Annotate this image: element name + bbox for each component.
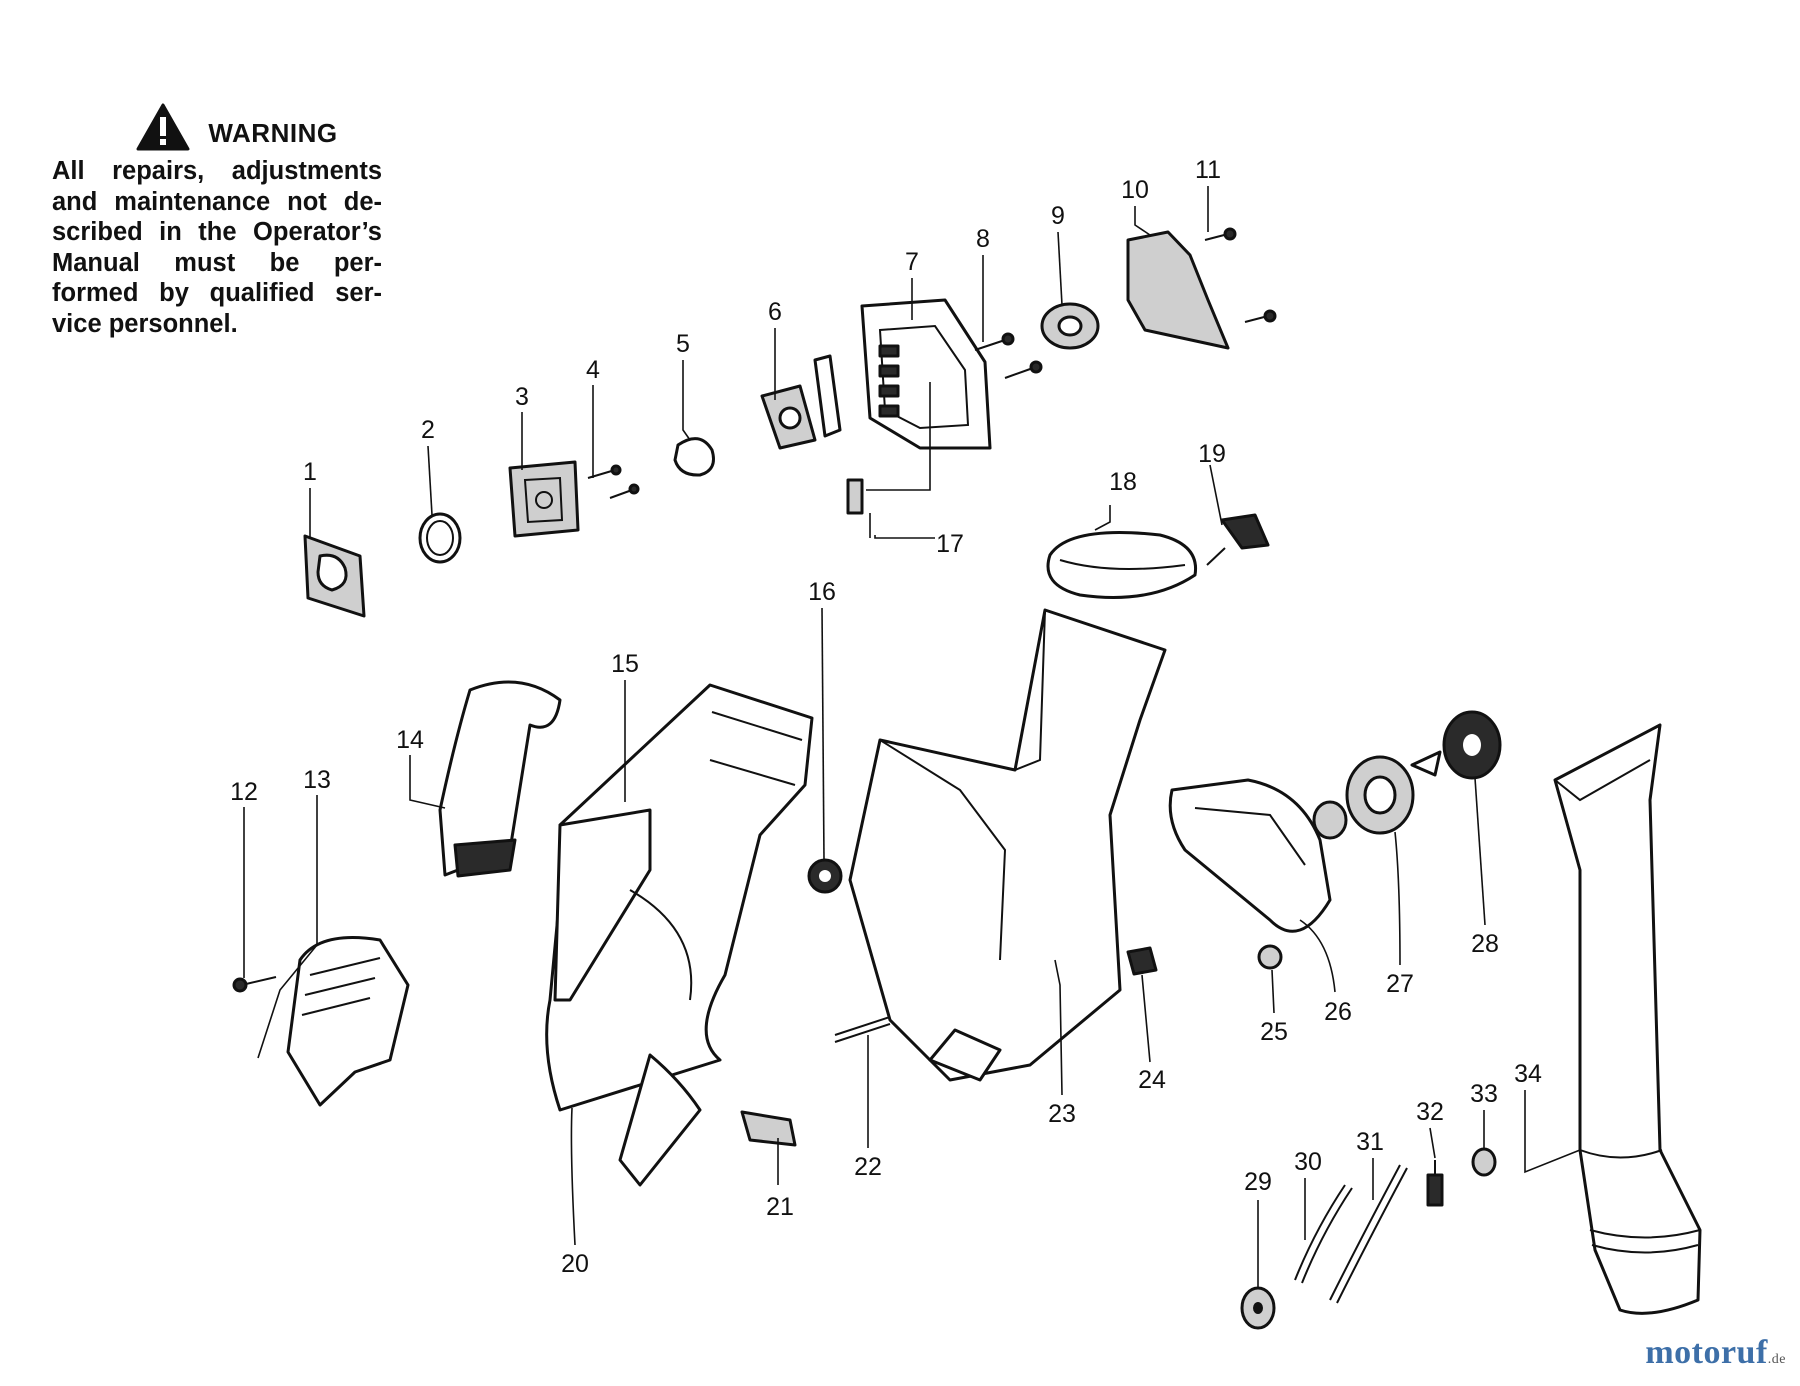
callout-27: 27 [1386, 970, 1414, 998]
callout-34: 34 [1514, 1060, 1542, 1088]
part-29-washer [1240, 1286, 1276, 1330]
callout-23: 23 [1048, 1100, 1076, 1128]
callout-29: 29 [1244, 1168, 1272, 1196]
warning-line: All repairs, adjustments [52, 157, 382, 185]
part-8-bolts [974, 332, 1043, 379]
warning-line: Manual must be per- [52, 248, 382, 277]
callout-8: 8 [976, 225, 990, 253]
callout-19: 19 [1198, 440, 1226, 468]
callout-30: 30 [1294, 1148, 1322, 1176]
part-33-grommet [1471, 1147, 1497, 1177]
warning-header: WARNING [92, 98, 382, 156]
warning-box: WARNING All repairs, adjustments and mai… [52, 98, 382, 339]
warning-title: WARNING [208, 117, 338, 148]
callout-14: 14 [396, 726, 424, 754]
callout-20: 20 [561, 1250, 589, 1278]
callout-21: 21 [766, 1193, 794, 1221]
part-4-screws [587, 464, 640, 499]
callout-28: 28 [1471, 930, 1499, 958]
part-7-air-box [860, 298, 992, 450]
warning-line: and maintenance not de- [52, 187, 382, 216]
warning-line: vice personnel. [52, 309, 238, 338]
part-17-clip [846, 478, 864, 515]
part-6-carburetor [760, 354, 842, 450]
part-18-clamp [1046, 531, 1198, 599]
callout-31: 31 [1356, 1128, 1384, 1156]
watermark-brand: motoruf [1645, 1334, 1768, 1371]
callout-32: 32 [1416, 1098, 1444, 1126]
callout-10: 10 [1121, 176, 1149, 204]
callout-9: 9 [1051, 202, 1065, 230]
part-26-intake [1168, 778, 1348, 933]
part-11-screws [1204, 227, 1277, 323]
part-1-gasket [303, 534, 366, 618]
callout-4: 4 [586, 356, 600, 384]
callout-numbers: 1 2 3 4 5 6 7 8 9 10 11 12 13 14 15 16 1… [230, 156, 1542, 1278]
part-3-adapter [508, 460, 580, 538]
part-13-shroud [286, 936, 410, 1107]
callout-18: 18 [1109, 468, 1137, 496]
warning-line: formed by qualified ser- [52, 279, 382, 307]
callout-13: 13 [303, 766, 331, 794]
callout-12: 12 [230, 778, 258, 806]
callout-22: 22 [854, 1153, 882, 1181]
part-21-latch [740, 1110, 797, 1147]
part-10-cover [1126, 230, 1230, 350]
part-27-ring [1345, 755, 1415, 835]
part-23-outer-housing [848, 608, 1167, 1082]
callout-24: 24 [1138, 1066, 1166, 1094]
callout-11: 11 [1195, 156, 1221, 184]
part-30-tube [1294, 1184, 1353, 1284]
part-31-tube [1329, 1164, 1408, 1304]
part-24-clip [1126, 946, 1158, 976]
callout-16: 16 [808, 578, 836, 606]
watermark-suffix: .de [1767, 1352, 1786, 1367]
part-9-filter [1040, 302, 1100, 350]
part-19-knob [1206, 513, 1270, 566]
callout-5: 5 [676, 330, 690, 358]
part-32-filter [1426, 1160, 1444, 1207]
callout-1: 1 [303, 458, 317, 486]
callout-33: 33 [1470, 1080, 1498, 1108]
part-34-blower-tube [1553, 723, 1702, 1315]
part-22-pin [834, 1016, 891, 1043]
callout-6: 6 [768, 298, 782, 326]
warning-triangle-icon [136, 103, 190, 151]
part-16-fan [807, 858, 843, 894]
part-25-plug [1257, 944, 1283, 970]
callout-7: 7 [905, 248, 919, 276]
part-28-knob [1410, 710, 1502, 780]
leader-lines [243, 186, 1581, 1288]
callout-26: 26 [1324, 998, 1352, 1026]
watermark-logo: motoruf.de [1645, 1334, 1786, 1372]
callout-15: 15 [611, 650, 639, 678]
part-12-screw [232, 976, 277, 993]
callout-2: 2 [421, 416, 435, 444]
part-5-gasket [673, 437, 715, 477]
warning-line: scribed in the Operator’s [52, 218, 382, 246]
part-20-housing [545, 683, 814, 1187]
callout-3: 3 [515, 383, 529, 411]
callout-25: 25 [1260, 1018, 1288, 1046]
callout-17: 17 [936, 530, 964, 558]
part-14-handle [438, 680, 562, 878]
